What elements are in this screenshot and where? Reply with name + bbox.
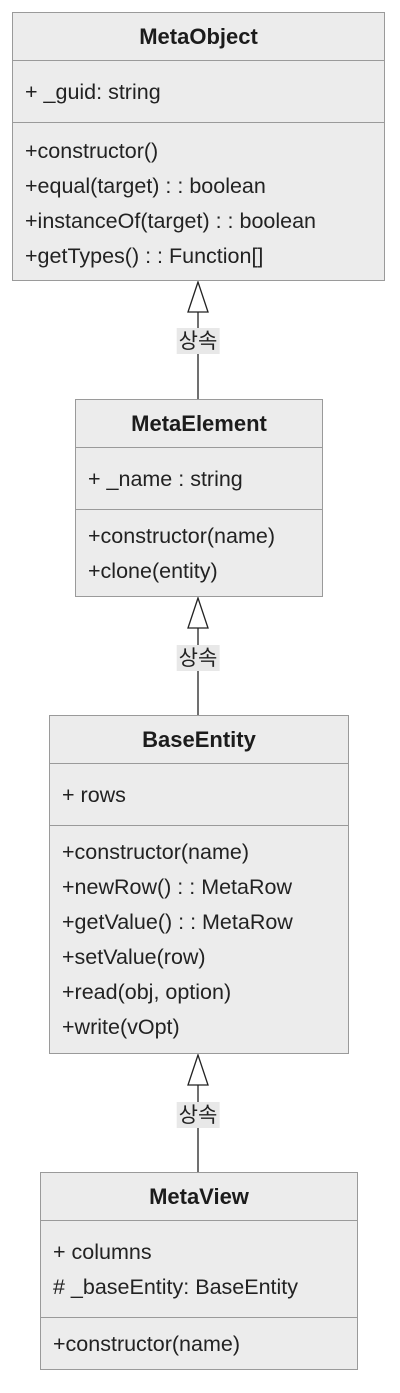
class-operations: +constructor(name) +clone(entity) [76,510,322,597]
operation: +getTypes() : : Function[] [25,244,264,268]
attribute: + _guid: string [25,80,161,104]
operation: +instanceOf(target) : : boolean [25,209,317,233]
class-attributes: + rows [50,764,348,826]
operation: +clone(entity) [88,559,218,583]
operation: +constructor(name) [53,1332,241,1356]
operation: +getValue() : : MetaRow [62,910,293,934]
operation: +equal(target) : : boolean [25,174,266,198]
class-operations: +constructor(name) [41,1318,357,1370]
operation: +newRow() : : MetaRow [62,875,293,899]
class-attributes: + _name : string [76,448,322,510]
class-name: MetaElement [76,400,322,448]
class-box-metaelement: MetaElement + _name : string +constructo… [75,399,323,597]
operation: +constructor() [25,139,159,163]
class-attributes: + columns # _baseEntity: BaseEntity [41,1221,357,1318]
class-name: MetaObject [13,13,384,61]
relation-label: 상속 [176,645,220,671]
inheritance-arrowhead-icon [187,1052,209,1086]
inheritance-arrowhead-icon [187,279,209,313]
operation: +constructor(name) [88,524,276,548]
class-operations: +constructor() +equal(target) : : boolea… [13,123,384,282]
relation-label: 상속 [176,1102,220,1128]
relation-label: 상속 [176,328,220,354]
attribute: # _baseEntity: BaseEntity [53,1275,299,1299]
attribute: + columns [53,1240,152,1264]
class-name: BaseEntity [50,716,348,764]
class-name: MetaView [41,1173,357,1221]
class-attributes: + _guid: string [13,61,384,123]
operation: +write(vOpt) [62,1015,180,1039]
attribute: + rows [62,783,126,807]
operation: +constructor(name) [62,840,250,864]
operation: +read(obj, option) [62,980,232,1004]
attribute: + _name : string [88,467,243,491]
inheritance-arrowhead-icon [187,595,209,629]
class-box-metaview: MetaView + columns # _baseEntity: BaseEn… [40,1172,358,1370]
class-box-baseentity: BaseEntity + rows +constructor(name) +ne… [49,715,349,1054]
operation: +setValue(row) [62,945,206,969]
class-operations: +constructor(name) +newRow() : : MetaRow… [50,826,348,1053]
class-box-metaobject: MetaObject + _guid: string +constructor(… [12,12,385,281]
